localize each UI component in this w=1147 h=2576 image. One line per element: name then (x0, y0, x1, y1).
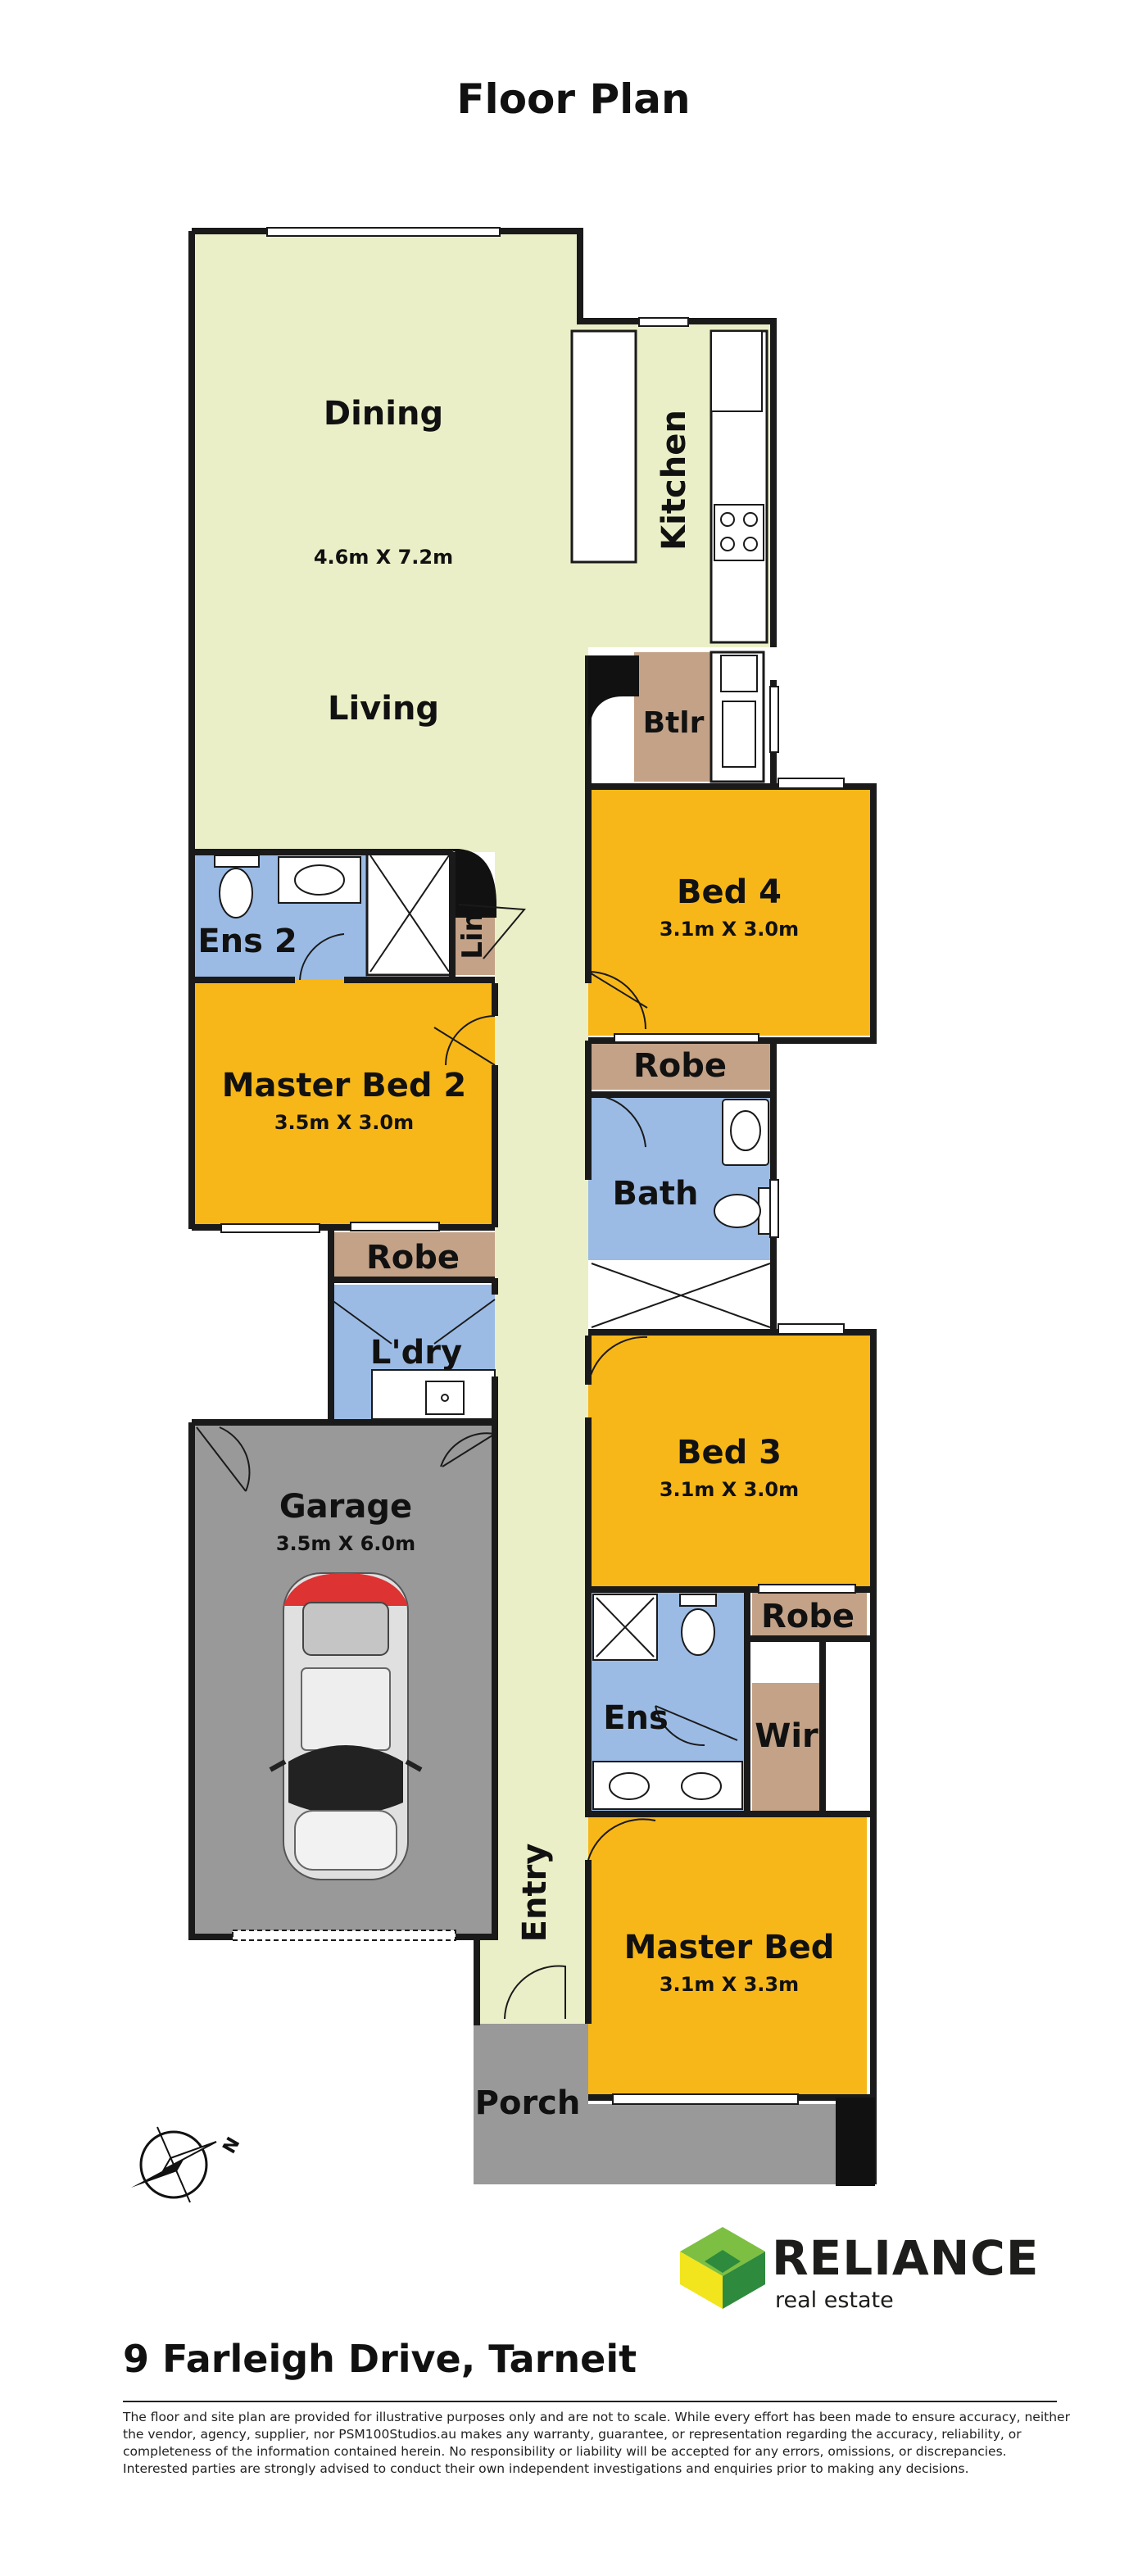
kitchen-bench (570, 329, 637, 564)
master-bed2-label: Master Bed 2 (222, 1067, 467, 1104)
stove-icon (714, 504, 764, 561)
living-label: Living (328, 690, 439, 728)
svg-text:N: N (220, 2134, 245, 2157)
robe-bed3-room (752, 1591, 867, 1639)
btlr-corner-wall (588, 655, 639, 737)
master-bed2-dims: 3.5m X 3.0m (274, 1111, 414, 1134)
garage-label: Garage (279, 1488, 412, 1526)
shower-icon (591, 1263, 771, 1328)
brand-subtitle: real estate (775, 2288, 894, 2313)
compass-icon: N (131, 2126, 245, 2203)
ens-label: Ens (603, 1699, 669, 1737)
brand-logo: RELIANCE real estate (680, 2227, 1065, 2317)
walls (188, 228, 877, 2184)
ens2-corner-wall (449, 849, 496, 918)
robe-bed4-label: Robe (633, 1047, 727, 1085)
bed4-label: Bed 4 (677, 873, 782, 911)
disclaimer-text: The floor and site plan are provided for… (123, 2410, 1070, 2476)
master-bed2-room (195, 980, 495, 1227)
dining-label: Dining (324, 395, 443, 433)
car-icon (269, 1572, 423, 1880)
master-bed-room (588, 1817, 867, 2096)
wir-room (752, 1683, 823, 1812)
living-dining-area (195, 234, 770, 2024)
btlr-room (634, 652, 711, 782)
bath-fixtures (214, 855, 771, 1800)
wir-label: Wir (755, 1717, 818, 1755)
page-title: Floor Plan (456, 75, 691, 123)
toilet-icon (714, 1187, 771, 1235)
fridge-space (710, 330, 763, 412)
bed4-room (588, 787, 872, 1036)
kitchen-label: Kitchen (655, 410, 693, 551)
bed4-dims: 3.1m X 3.0m (660, 918, 799, 941)
ldry-label: L'dry (370, 1334, 462, 1372)
bed3-label: Bed 3 (677, 1434, 782, 1472)
doors (196, 904, 738, 2020)
robe-bed3-label: Robe (761, 1598, 855, 1635)
porch-label: Porch (475, 2084, 581, 2122)
robe-mb2-room (331, 1232, 495, 1280)
btlr-label: Btlr (643, 706, 705, 740)
toilet-icon (214, 855, 260, 918)
porch-column (836, 2098, 875, 2186)
master-bed-label: Master Bed (624, 1929, 835, 1966)
living-dims: 4.6m X 7.2m (314, 546, 453, 569)
divider (123, 2401, 1057, 2402)
wir-void (823, 1644, 867, 1812)
sink-icon (720, 655, 758, 768)
reliance-logo-icon (680, 2227, 765, 2309)
toilet-icon (679, 1594, 717, 1656)
master-bed-dims: 3.1m X 3.3m (660, 1973, 799, 1996)
kitchen-fixtures (710, 330, 764, 768)
bath-label: Bath (612, 1175, 698, 1213)
robe-bed4-room (588, 1041, 773, 1090)
bed3-dims: 3.1m X 3.0m (660, 1478, 799, 1501)
garage-dims: 3.5m X 6.0m (276, 1532, 415, 1555)
bed3-room (588, 1336, 872, 1586)
windows (220, 227, 856, 2105)
entry-label: Entry (516, 1844, 554, 1943)
brand-name: RELIANCE (772, 2230, 1040, 2286)
room-fills (195, 234, 872, 2184)
robe-mb2-label: Robe (366, 1239, 460, 1277)
lin-label: Lin (456, 912, 489, 959)
ens2-label: Ens 2 (197, 923, 297, 960)
property-address: 9 Farleigh Drive, Tarneit (123, 2337, 637, 2381)
